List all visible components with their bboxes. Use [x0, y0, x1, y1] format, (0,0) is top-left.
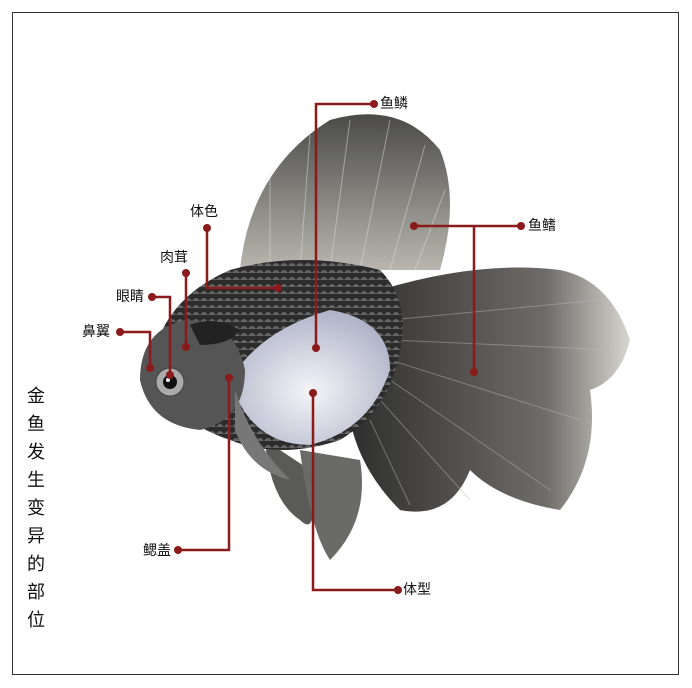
dorsal-fin — [240, 114, 450, 271]
eyes-leader — [152, 295, 172, 375]
ventral-fins — [265, 440, 362, 560]
leader-lines — [120, 102, 521, 592]
label-eyes: 眼睛 — [116, 289, 144, 305]
label-hood: 肉茸 — [160, 250, 188, 266]
label-body-shape: 体型 — [403, 582, 431, 598]
image-frame — [12, 12, 679, 675]
gill-cover-leader — [178, 378, 231, 552]
label-fins: 鱼鳍 — [528, 218, 556, 234]
leader-dots — [116, 100, 525, 594]
vertical-title: 金鱼发生变异的部位 — [27, 386, 45, 631]
label-gill-cover: 鳃盖 — [143, 543, 171, 559]
body-shape-leader — [311, 393, 398, 592]
tail-fin — [348, 267, 630, 512]
eye — [155, 367, 185, 397]
fish-body — [140, 260, 403, 480]
label-scales: 鱼鳞 — [380, 96, 408, 112]
label-nostril: 鼻翼 — [82, 324, 110, 340]
body-color-leader — [205, 228, 278, 290]
nostril-leader — [120, 330, 152, 368]
scales-leader — [314, 102, 374, 348]
label-body-color: 体色 — [190, 204, 218, 220]
